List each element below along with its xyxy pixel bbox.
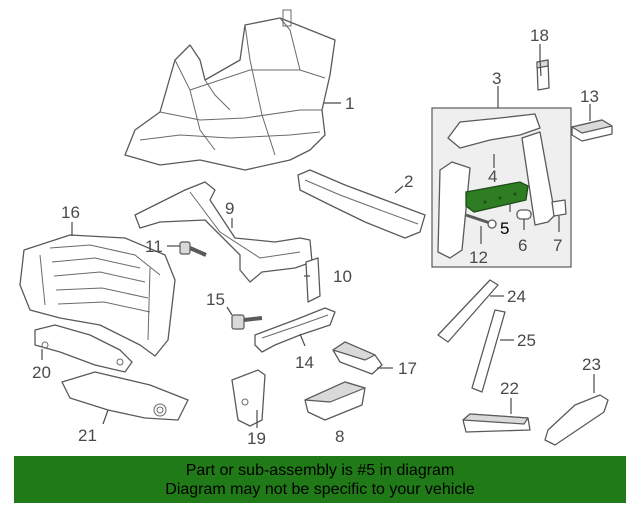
part-19-bracket: [231, 369, 266, 427]
callout-20: 20: [32, 363, 51, 382]
leader-lines: [41, 44, 595, 428]
callout-16: 16: [61, 203, 80, 222]
info-banner: Part or sub-assembly is #5 in diagram Di…: [14, 456, 626, 503]
part-2-rail: [297, 169, 426, 239]
callout-labels: 1 2 3 4 5 6 7 8 9 10 11 12 13 14 15 16 1…: [32, 26, 601, 448]
part-25: [471, 309, 506, 393]
callout-1: 1: [345, 94, 354, 113]
callout-2: 2: [404, 172, 413, 191]
callout-17: 17: [398, 359, 417, 378]
part-21-panel: [61, 371, 189, 421]
callout-23: 23: [582, 355, 601, 374]
callout-10: 10: [333, 267, 352, 286]
callout-7: 7: [553, 236, 562, 255]
part-11-bolt: [179, 241, 207, 257]
callout-22: 22: [500, 379, 519, 398]
callout-9: 9: [225, 199, 234, 218]
callout-3: 3: [492, 69, 501, 88]
callout-11: 11: [145, 237, 163, 256]
callout-12: 12: [469, 248, 488, 267]
part-13: [571, 119, 613, 142]
part-18: [536, 59, 550, 91]
part-5-highlighted: [465, 181, 529, 213]
callout-18: 18: [530, 26, 549, 45]
part-14-bracket: [254, 307, 336, 353]
part-20: [34, 324, 133, 373]
callout-5: 5: [500, 219, 509, 238]
part-15-bolt: [231, 314, 263, 330]
part-1-frame: [124, 9, 336, 171]
part-17: [332, 341, 383, 375]
callout-24: 24: [507, 287, 526, 306]
parts-diagram: 1 2 3 4 5 6 7 8 9 10 11 12 13 14 15 16 1…: [19, 9, 613, 448]
part-8: [304, 381, 366, 421]
callout-13: 13: [580, 87, 599, 106]
callout-21: 21: [78, 426, 97, 445]
part-3-group-box: [431, 107, 572, 268]
banner-line-2: Diagram may not be specific to your vehi…: [165, 481, 475, 498]
banner-line-1: Part or sub-assembly is #5 in diagram: [185, 462, 455, 479]
callout-6: 6: [518, 236, 527, 255]
callout-15: 15: [206, 290, 225, 309]
part-23: [544, 394, 609, 446]
callout-4: 4: [488, 167, 497, 186]
callout-14: 14: [295, 353, 314, 372]
part-22: [462, 413, 531, 433]
part-10-bracket: [305, 257, 321, 303]
callout-25: 25: [517, 331, 536, 350]
callout-8: 8: [335, 427, 344, 446]
part-24: [437, 279, 499, 343]
callout-19: 19: [247, 429, 266, 448]
part-16-frame: [19, 234, 176, 357]
